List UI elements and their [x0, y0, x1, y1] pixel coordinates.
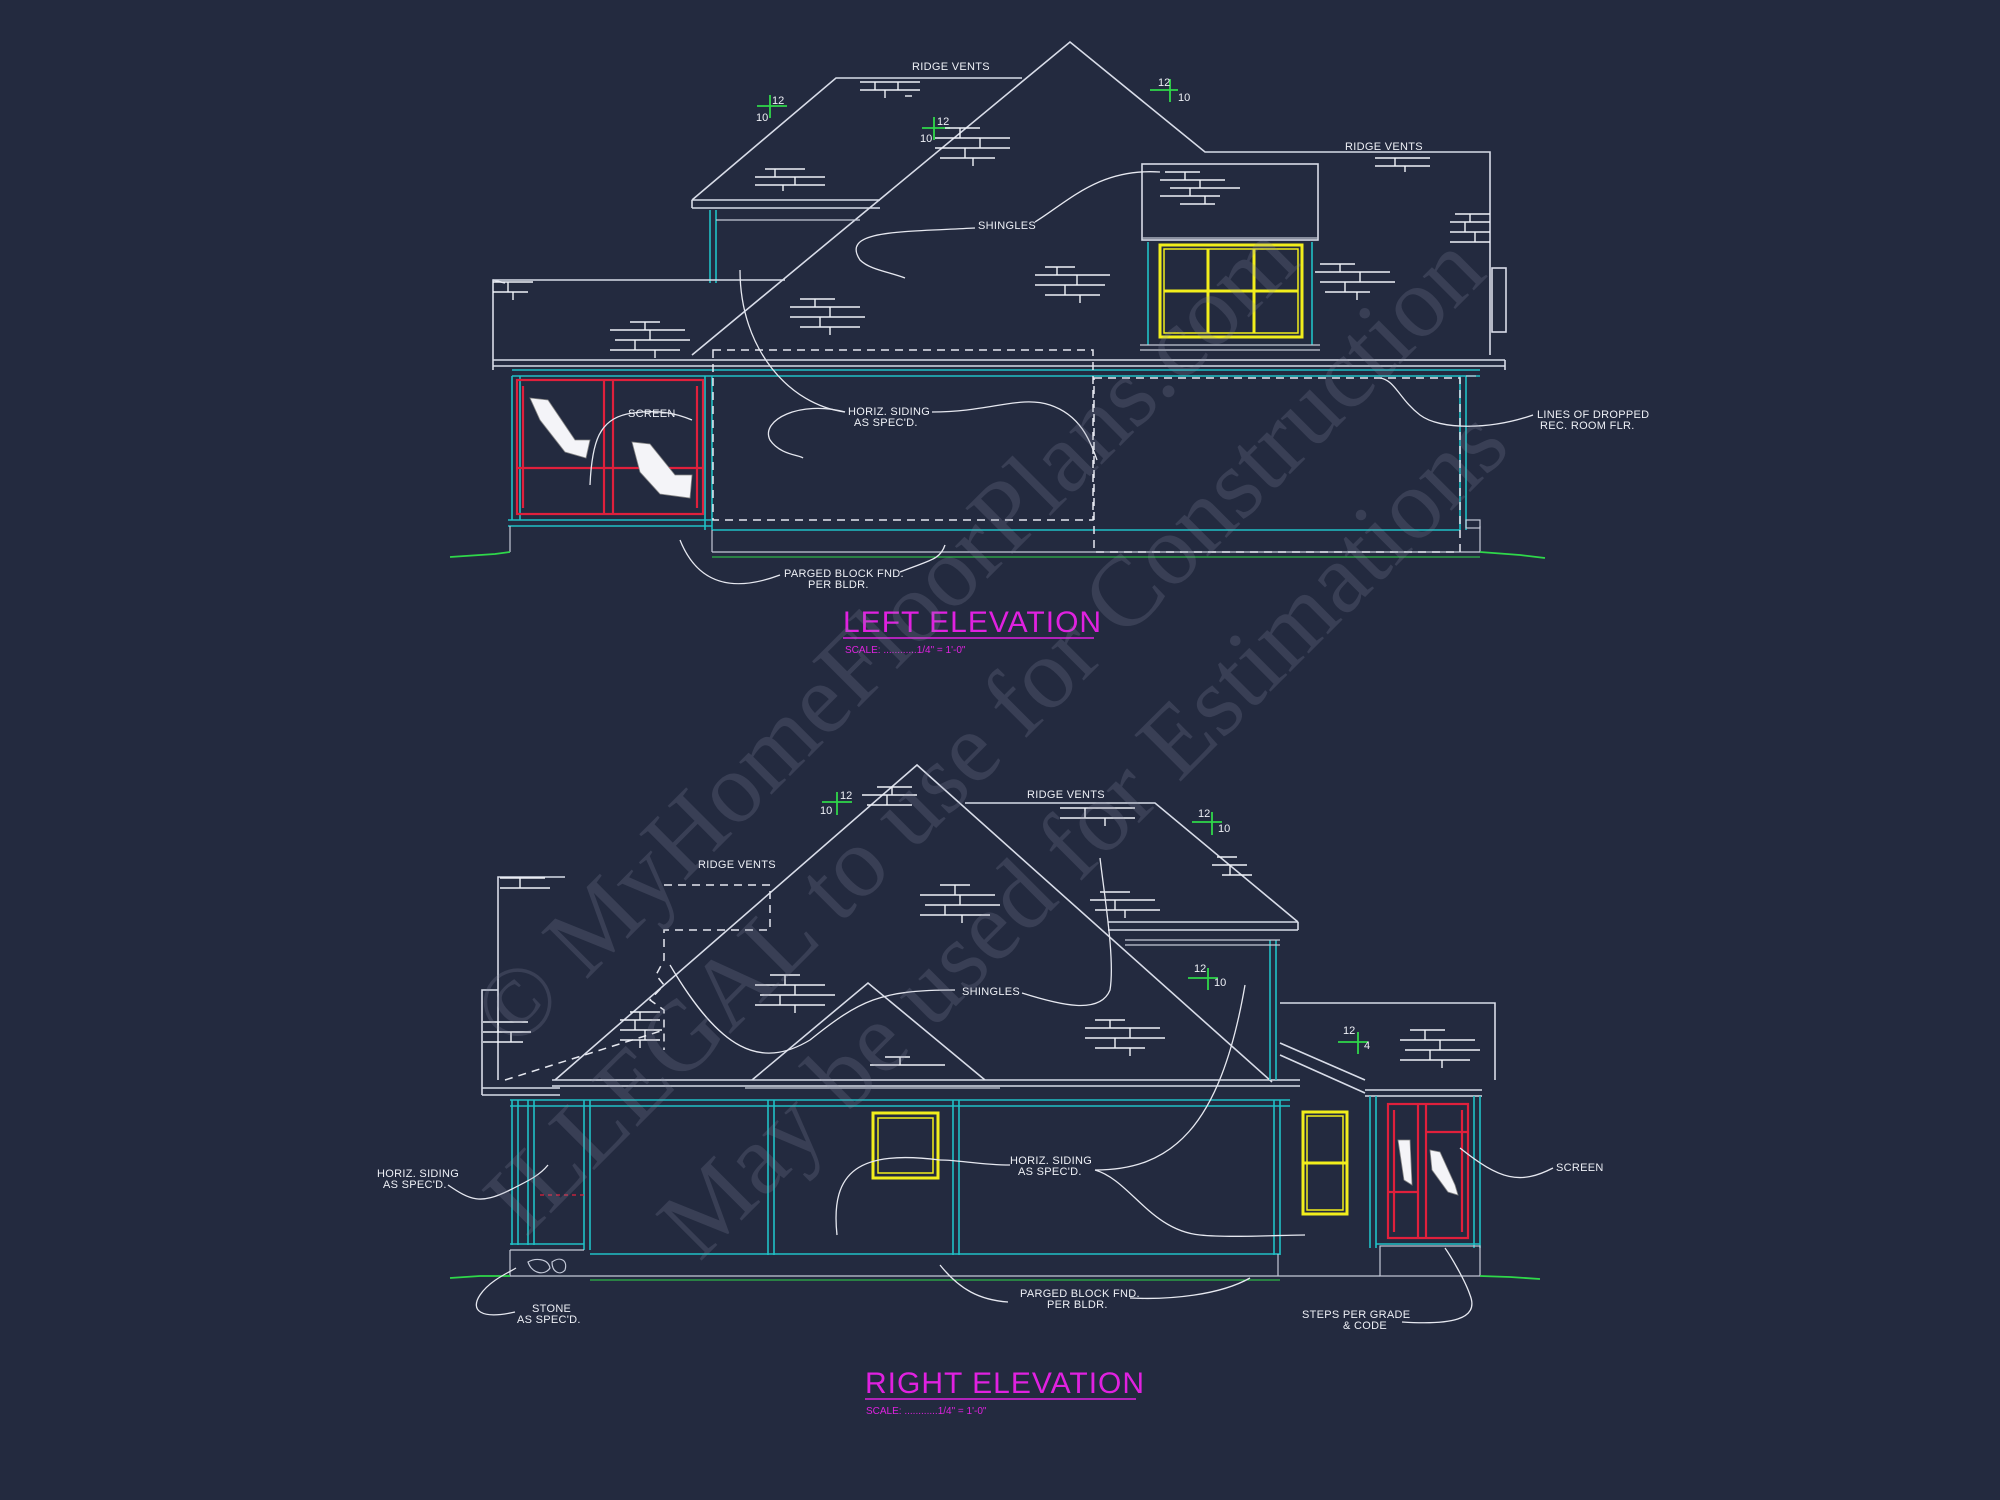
left-title-block: LEFT ELEVATION SCALE: ............1/4" =… — [843, 606, 1102, 656]
pitch-rise: 10 — [1178, 92, 1190, 104]
left-walls — [508, 369, 1481, 553]
right-walls — [509, 1096, 1481, 1277]
left-elevation: 12 10 12 10 12 10 — [449, 40, 1649, 656]
note-per-bldr: PER BLDR. — [1047, 1299, 1108, 1311]
pitch-rise: 10 — [1218, 823, 1230, 835]
left-grade — [449, 551, 1546, 559]
pitch-run: 12 — [937, 116, 949, 128]
note-per-bldr: PER BLDR. — [808, 579, 869, 591]
note-parged-block: PARGED BLOCK FND. — [784, 568, 904, 580]
right-screen-door — [1386, 1102, 1470, 1240]
left-dropped-floor-lines — [712, 349, 1461, 553]
right-title-block: RIGHT ELEVATION SCALE: ............1/4" … — [865, 1367, 1145, 1417]
right-roof — [481, 763, 1496, 1097]
right-leaders — [447, 857, 1554, 1324]
pitch-rise: 10 — [820, 805, 832, 817]
right-elevation-title: RIGHT ELEVATION — [865, 1367, 1145, 1400]
right-elevation: 12 10 12 10 12 10 12 4 — [377, 763, 1604, 1417]
left-elevation-title: LEFT ELEVATION — [843, 606, 1102, 639]
note-shingles: SHINGLES — [962, 986, 1020, 998]
note-screen: SCREEN — [628, 408, 676, 420]
note-as-specd: AS SPEC'D. — [854, 417, 918, 429]
note-and-code: & CODE — [1343, 1320, 1387, 1332]
pitch-rise: 10 — [756, 112, 768, 124]
right-elevation-scale: SCALE: ............1/4" = 1'-0" — [866, 1406, 987, 1417]
note-horiz-siding: HORIZ. SIDING — [848, 406, 930, 418]
pitch-run: 12 — [1343, 1025, 1355, 1037]
note-horiz-siding: HORIZ. SIDING — [377, 1168, 459, 1180]
note-ridge-vents: RIDGE VENTS — [912, 61, 990, 73]
note-rec-room-flr: REC. ROOM FLR. — [1540, 420, 1635, 432]
left-notes: RIDGE VENTS RIDGE VENTS SHINGLES SCREEN … — [628, 61, 1649, 591]
pitch-run: 12 — [1194, 963, 1206, 975]
note-screen: SCREEN — [1556, 1162, 1604, 1174]
note-lines-of-dropped: LINES OF DROPPED — [1537, 409, 1649, 421]
left-screen-porch — [515, 378, 705, 516]
note-parged-block: PARGED BLOCK FND. — [1020, 1288, 1140, 1300]
note-shingles: SHINGLES — [978, 220, 1036, 232]
note-as-specd: AS SPEC'D. — [517, 1314, 581, 1326]
pitch-run: 12 — [1158, 77, 1170, 89]
pitch-run: 12 — [840, 790, 852, 802]
note-ridge-vents: RIDGE VENTS — [1345, 141, 1423, 153]
note-ridge-vents: RIDGE VENTS — [1027, 789, 1105, 801]
left-roof — [492, 40, 1507, 370]
note-steps-per-grade: STEPS PER GRADE — [1302, 1309, 1410, 1321]
right-pitch-symbols: 12 10 12 10 12 10 12 4 — [820, 790, 1370, 1054]
watermark-line-1: © MyHomeFloorPlans.com — [451, 201, 1318, 1068]
pitch-rise: 4 — [1364, 1040, 1370, 1052]
pitch-rise: 10 — [920, 133, 932, 145]
right-shingle-symbols — [483, 786, 1480, 1068]
right-windows — [871, 1110, 1349, 1216]
note-as-specd: AS SPEC'D. — [383, 1179, 447, 1191]
pitch-run: 12 — [1198, 808, 1210, 820]
note-stone: STONE — [532, 1303, 571, 1315]
watermark-line-2: ILLEGAL to use for Construction — [462, 212, 1504, 1254]
left-pitch-symbols: 12 10 12 10 12 10 — [756, 77, 1190, 145]
pitch-run: 12 — [772, 95, 784, 107]
note-as-specd: AS SPEC'D. — [1018, 1166, 1082, 1178]
left-dormer-window — [1158, 243, 1304, 339]
note-horiz-siding: HORIZ. SIDING — [1010, 1155, 1092, 1167]
left-leaders — [589, 171, 1534, 585]
left-elevation-scale: SCALE: ............1/4" = 1'-0" — [845, 645, 966, 656]
right-notes: RIDGE VENTS RIDGE VENTS SHINGLES HORIZ. … — [377, 789, 1604, 1332]
pitch-rise: 10 — [1214, 977, 1226, 989]
left-shingle-symbols — [493, 81, 1490, 358]
right-grade — [449, 1275, 1541, 1281]
note-ridge-vents: RIDGE VENTS — [698, 859, 776, 871]
